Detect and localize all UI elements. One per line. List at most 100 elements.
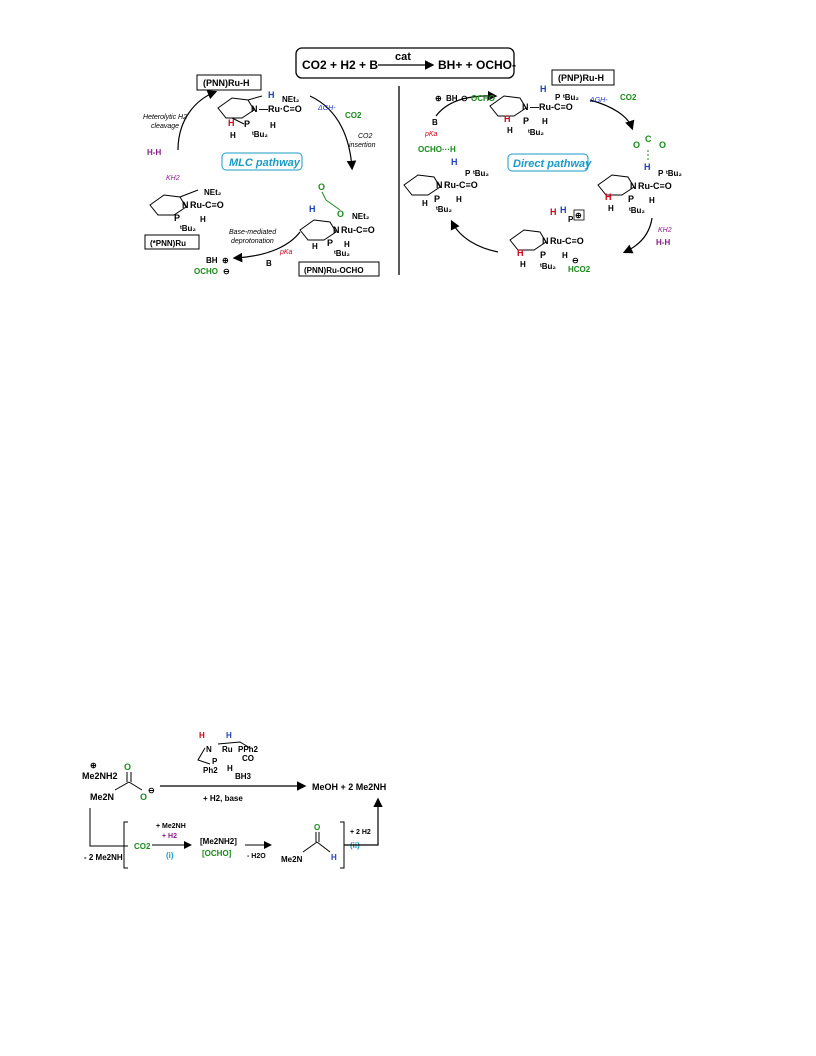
svg-text:N: N (206, 745, 212, 754)
pka-label-direct: pKa (424, 131, 438, 138)
arrow-hydride-transfer (589, 99, 635, 131)
hco2-label: HCO2 (568, 265, 591, 274)
svg-text:P: P (628, 194, 634, 204)
svg-text:ᵗBu₂: ᵗBu₂ (528, 128, 544, 137)
bh-label-mlc: BH (206, 256, 218, 265)
conditions-label: + H2, base (203, 794, 243, 803)
svg-text:P: P (327, 238, 333, 248)
svg-text:NEt₂: NEt₂ (282, 95, 300, 104)
svg-text:H: H (227, 764, 233, 773)
svg-text:N: N (522, 102, 529, 112)
svg-text:H: H (309, 204, 316, 214)
step-i-label: (i) (166, 851, 174, 860)
ocho-label-mlc: OCHO (194, 267, 218, 276)
svg-text:O: O (318, 182, 325, 192)
h-h-label-mlc: H-H (147, 148, 161, 157)
svg-text:N: N (182, 200, 189, 210)
kh2-label-mlc: KH2 (166, 175, 180, 182)
svg-text:ᵗBu₂: ᵗBu₂ (666, 169, 682, 178)
pnp-ru-h-complex: H P ᵗBu₂ N —Ru-C≡O P H H ᵗBu₂ H (489, 84, 579, 137)
svg-text:H: H (422, 199, 428, 208)
svg-text:H: H (226, 731, 232, 740)
svg-text:N: N (436, 180, 443, 190)
svg-text:O: O (659, 140, 666, 150)
svg-text:H: H (649, 196, 655, 205)
arrow-deprotonation-direct (435, 90, 498, 117)
co2-label-mlc: CO2 (345, 111, 362, 120)
svg-text:N: N (630, 181, 637, 191)
reactant-cation: Me2NH2 (82, 771, 118, 781)
star-pnn-ru-label: (*PNN)Ru (150, 239, 186, 248)
svg-text:H: H (268, 90, 275, 100)
svg-text:H: H (520, 260, 526, 269)
direct-cycle: (PNP)Ru-H Direct pathway ⊕ BH ⊖ OCHO B p… (403, 69, 682, 274)
mlc-cycle: MLC pathway (PNN)Ru-H N —Ru·C≡O H NEt₂ P… (143, 74, 380, 277)
svg-text:H: H (507, 126, 513, 135)
svg-text:H: H (504, 114, 511, 124)
svg-text:P: P (523, 116, 529, 126)
heterolytic-line1: Heterolytic H2 (143, 114, 187, 121)
svg-text:ᵗBu₂: ᵗBu₂ (563, 93, 579, 102)
arrow-co2-insertion (309, 95, 357, 171)
svg-text:P: P (174, 213, 180, 223)
svg-text:P: P (555, 93, 561, 102)
svg-text:P: P (212, 757, 218, 766)
svg-text:H: H (550, 207, 557, 217)
svg-text:P: P (434, 194, 440, 204)
reactant-anion-n: Me2N (90, 792, 114, 802)
svg-text:ᵗBu₂: ᵗBu₂ (436, 205, 452, 214)
svg-text:H: H (270, 121, 276, 130)
minus-amine-label: - 2 Me2NH (84, 853, 123, 862)
svg-text:Ru-C≡O: Ru-C≡O (638, 181, 672, 191)
co2-insertion-line2: insertion (349, 142, 376, 149)
svg-text:N: N (251, 104, 258, 114)
svg-text:O: O (140, 792, 147, 802)
svg-text:ᵗBu₂: ᵗBu₂ (180, 224, 196, 233)
heterolytic-line2: cleavage (151, 123, 179, 130)
co2-label-bottom: CO2 (134, 842, 151, 851)
star-pnn-ru-complex: NEt₂ N Ru-C≡O P ᵗBu₂ H (149, 188, 224, 233)
minus-water-label: - H2O (247, 853, 266, 860)
svg-text:Ru-C≡O: Ru-C≡O (550, 236, 584, 246)
svg-text:H: H (560, 205, 567, 215)
svg-text:H: H (200, 215, 206, 224)
pnn-ru-ocho-complex: O H O N Ru-C≡O NEt₂ P H H ᵗBu₂ (299, 182, 375, 258)
svg-text:O: O (314, 823, 320, 832)
arrow-h2-cleavage (177, 90, 218, 151)
svg-text:⊖: ⊖ (572, 256, 579, 265)
pnn-ru-ocho-label: (PNN)Ru-OCHO (304, 266, 364, 275)
overall-reaction-box: CO2 + H2 + B cat BH+ + OCHO- (295, 47, 516, 79)
bh-label-direct: BH (446, 94, 458, 103)
ocho-h-label: OCHO···H (418, 145, 456, 154)
svg-text:H: H (228, 118, 235, 128)
svg-text:H: H (451, 157, 458, 167)
svg-text:Ru: Ru (222, 745, 233, 754)
svg-text:NEt₂: NEt₂ (352, 212, 370, 221)
ru-macho-bh-catalyst: H H N Ru PPh2 CO P Ph2 H BH3 (197, 731, 259, 781)
svg-text:H: H (199, 731, 205, 740)
svg-text:ᵗBu₂: ᵗBu₂ (252, 130, 268, 139)
svg-text:⊕: ⊕ (222, 256, 229, 265)
pnn-ru-h-complex: N —Ru·C≡O H NEt₂ P H H ᵗBu₂ H (217, 90, 302, 140)
svg-text:⊖: ⊖ (223, 267, 230, 276)
base-line1: Base-mediated (229, 229, 277, 236)
arrow-formate-release (450, 219, 499, 253)
catalyst-co: CO (242, 754, 254, 763)
svg-text:P: P (465, 169, 471, 178)
plus-2h2-label: + 2 H2 (350, 829, 371, 836)
svg-text:⊕: ⊕ (90, 761, 97, 770)
bottom-scheme: H H N Ru PPh2 CO P Ph2 H BH3 ⊕ Me2NH2 O … (82, 731, 386, 869)
svg-text:ᵗBu₂: ᵗBu₂ (473, 169, 489, 178)
reaction-rhs: BH+ + OCHO- (438, 58, 516, 72)
svg-text:H: H (644, 162, 651, 172)
svg-text:—Ru·C≡O: —Ru·C≡O (259, 104, 302, 114)
svg-text:H: H (344, 240, 350, 249)
svg-text:⊖: ⊖ (461, 94, 468, 103)
svg-text:O: O (633, 140, 640, 150)
ocho-label-direct: OCHO (471, 94, 495, 103)
svg-text:ᵗBu₂: ᵗBu₂ (334, 249, 350, 258)
svg-text:⊖: ⊖ (148, 786, 155, 795)
svg-text:N: N (333, 225, 340, 235)
pnn-ru-h-label: (PNN)Ru-H (203, 78, 250, 88)
